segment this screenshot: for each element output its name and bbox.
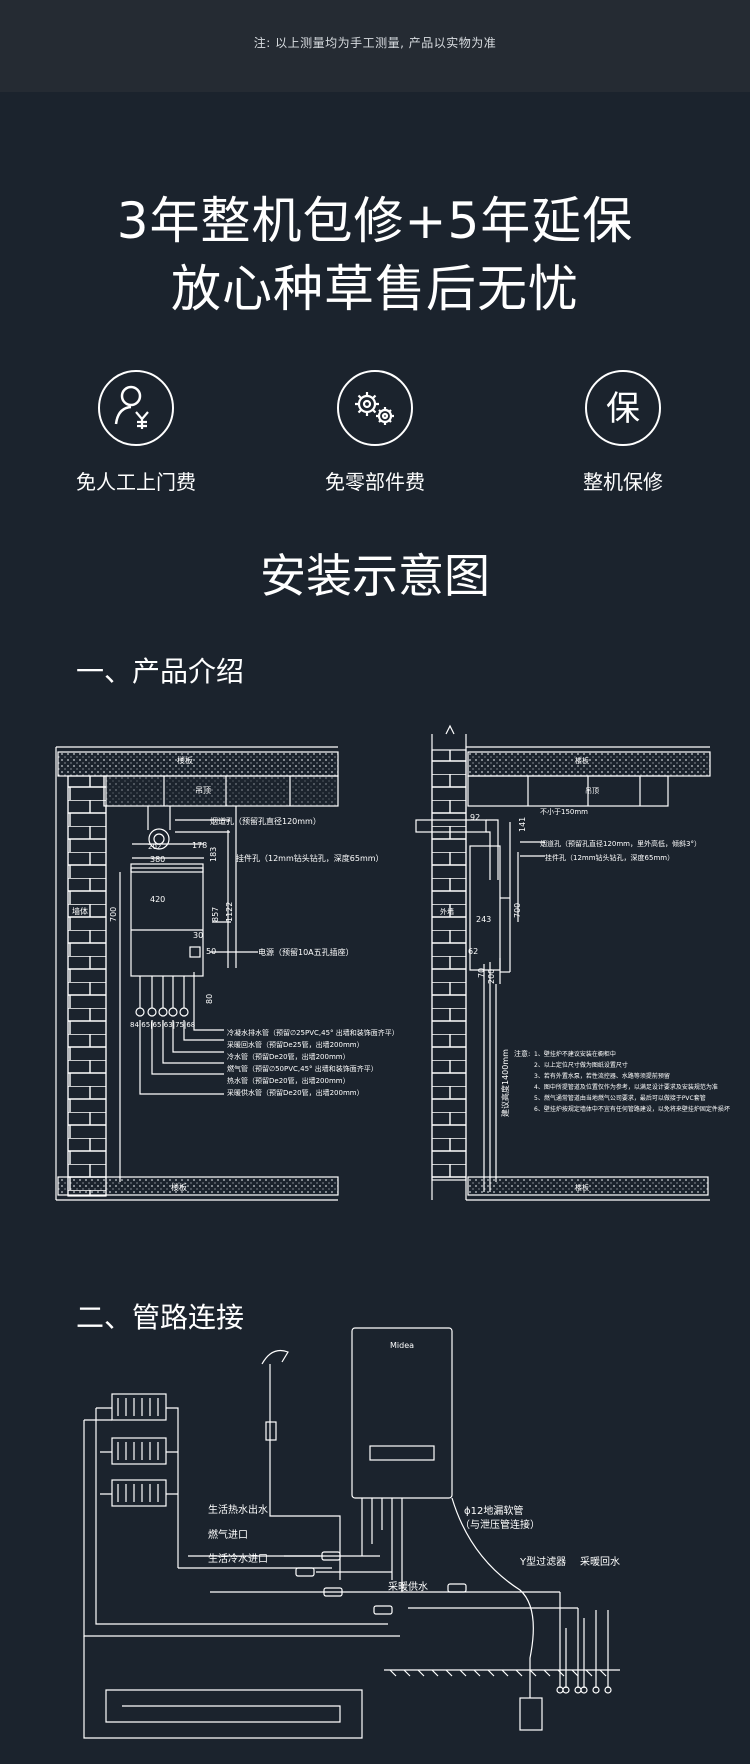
hot-water-out-label: 生活热水出水 (208, 1503, 268, 1516)
benefit-label-warranty: 整机保修 (583, 470, 663, 494)
heat-return-label: 采暖回水 (580, 1555, 620, 1568)
notes-title: 注意: (514, 1049, 530, 1058)
min-distance-label: 不小于150mm (540, 807, 588, 816)
note-2: 2、以上定位尺寸做为图纸设置尺寸 (534, 1061, 628, 1069)
pipe-label-heat-return: 采暖回水管（预留De25管，出墙200mm） (227, 1040, 364, 1049)
dim-178: 178 (192, 841, 207, 850)
dim-92: 92 (470, 813, 480, 822)
boiler-brand: Midea (390, 1341, 414, 1350)
benefit-label-labor: 免人工上门费 (76, 470, 196, 494)
dim-700-right: 700 (513, 903, 522, 918)
top-note-bar: 注: 以上测量均为手工测量, 产品以实物为准 (0, 0, 750, 92)
section-product-intro: 一、产品介绍 (76, 655, 245, 688)
dim-700: 700 (109, 907, 118, 922)
dim-200: 200 (487, 969, 496, 984)
dim-30: 30 (193, 931, 203, 940)
note-1: 1、壁挂炉不建议安装在橱柜中 (534, 1050, 616, 1058)
outer-wall-label: 外墙 (440, 907, 454, 916)
pipe-label-hot: 热水管（预留De20管，出墙200mm） (227, 1076, 350, 1085)
pipe-labels: Midea ϕ12地漏软管 （与泄压管连接） 生活热水出水 燃气进口 生活冷水进… (208, 1341, 620, 1593)
ceiling-label: 吊顶 (195, 786, 211, 795)
warranty-headline: 3年整机包修+5年延保 (116, 192, 634, 250)
note-3: 3、若有外置水泵，若性流控器、水路等须提前预留 (534, 1072, 670, 1080)
benefit-label-parts: 免零部件费 (325, 470, 425, 494)
svg-text:保: 保 (606, 389, 640, 429)
y-filter-label: Y型过滤器 (519, 1555, 566, 1568)
leak-pipe-label-2: （与泄压管连接） (460, 1518, 540, 1531)
pipe-label-cold: 冷水管（预留De20管，出墙200mm） (227, 1052, 350, 1061)
right-mount-label: 挂件孔（12mm钻头钻孔，深度65mm） (545, 853, 674, 862)
right-flue-label: 烟道孔（预留孔直径120mm，里外高低，倾斜3°） (540, 839, 701, 848)
dim-183: 183 (209, 847, 218, 862)
heat-supply-label: 采暖供水 (388, 1580, 428, 1593)
dim-243: 243 (476, 915, 491, 924)
gears-icon (337, 370, 413, 446)
dim-1122: 1122 (225, 902, 234, 922)
left-elevation-drawing (55, 746, 339, 1201)
ceiling-label-right: 吊顶 (585, 787, 599, 795)
dim-420: 420 (150, 895, 165, 904)
dim-202: 202 (148, 843, 161, 851)
person-yen-icon (98, 370, 174, 446)
install-height-label: 建议高度1400mm (500, 1049, 510, 1117)
pipe-connection-diagram: Midea ϕ12地漏软管 （与泄压管连接） 生活热水出水 燃气进口 生活冷水进… (83, 1327, 620, 1739)
note-4: 4、图中所提管道及位置仅作为参考，以满足设计要求及安装规范为准 (534, 1083, 718, 1091)
dim-62: 62 (468, 947, 478, 956)
right-drawing-labels: 楼板 吊顶 外墙 楼板 不小于150mm 烟道孔（预留孔直径120mm，里外高低… (440, 756, 730, 1192)
pipe-label-condensate: 冷凝水排水管（预留∅25PVC,45° 出墙和装饰面齐平） (227, 1028, 399, 1037)
dim-857: 857 (211, 907, 220, 922)
power-label: 电源（预留10A五孔插座） (258, 947, 354, 957)
bao-character-icon: 保 (585, 370, 661, 446)
dim-80: 80 (205, 994, 214, 1004)
product-install-diagram: 楼板 吊顶 墙体 楼板 烟道孔（预留孔直径120mm） 挂件孔（12mm钻头钻孔… (55, 724, 730, 1201)
floor-label-bottom: 楼板 (171, 1182, 187, 1192)
floor-label-right-top: 楼板 (575, 756, 589, 765)
note-5: 5、燃气通常管道由当地燃气公司要求，最后可以做接于PVC套管 (534, 1094, 706, 1102)
dim-380: 380 (150, 855, 165, 864)
section-pipe-connection: 二、管路连接 (76, 1301, 245, 1334)
floor-label-right-bottom: 楼板 (575, 1183, 589, 1192)
pipe-label-gas: 燃气管（预留∅50PVC,45° 出墙和装饰面齐平） (227, 1064, 378, 1073)
install-title: 安装示意图 (260, 549, 490, 603)
floor-label-top: 楼板 (177, 755, 193, 765)
leak-pipe-label: ϕ12地漏软管 (464, 1504, 523, 1517)
dim-70: 70 (477, 968, 486, 978)
warranty-subheadline: 放心种草售后无忧 (171, 260, 579, 318)
cold-water-in-label: 生活冷水进口 (208, 1552, 268, 1565)
pipe-lines (83, 1327, 620, 1739)
dim-141: 141 (518, 817, 527, 832)
wall-label: 墙体 (72, 906, 88, 916)
pipe-label-heat-supply: 采暖供水管（预留De20管，出墙200mm） (227, 1088, 364, 1097)
gas-in-label: 燃气进口 (208, 1528, 248, 1541)
bottom-dims: 84|65|65|63|75|68 (130, 1021, 195, 1029)
note-6: 6、壁挂炉按规定墙体中不宜有任何管路建设，以免将来壁挂炉固定件损坏 (534, 1105, 730, 1113)
right-section-drawing (415, 724, 711, 1201)
mount-hole-label: 挂件孔（12mm钻头钻孔，深度65mm） (236, 853, 384, 863)
flue-hole-label: 烟道孔（预留孔直径120mm） (210, 816, 321, 826)
measurement-note: 注: 以上测量均为手工测量, 产品以实物为准 (253, 36, 497, 50)
left-drawing-labels: 楼板 吊顶 墙体 楼板 烟道孔（预留孔直径120mm） 挂件孔（12mm钻头钻孔… (72, 755, 399, 1192)
dim-50: 50 (206, 947, 216, 956)
